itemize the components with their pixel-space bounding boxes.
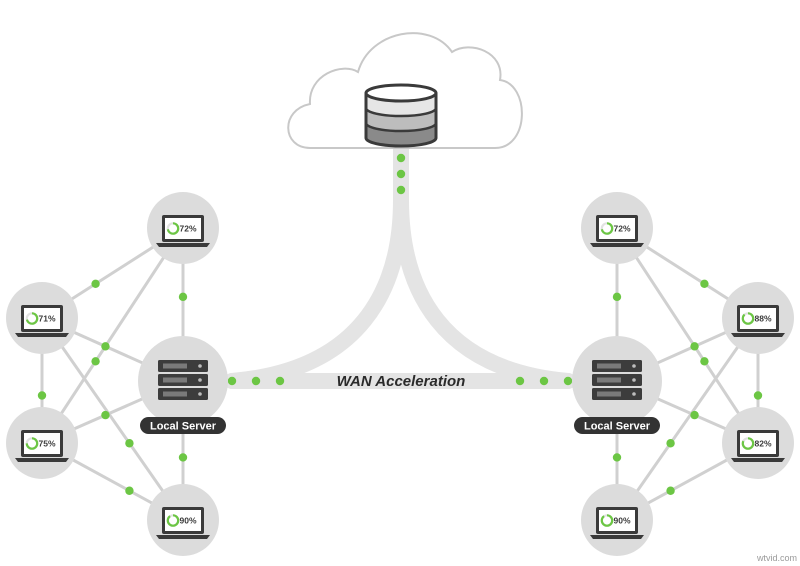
client-laptop-node[interactable]: 71% [6, 282, 78, 354]
traffic-dot [37, 391, 47, 400]
client-percent: 72% [179, 224, 196, 234]
server-label-pill [140, 417, 226, 434]
traffic-dot [753, 391, 763, 400]
server-label-pill [574, 417, 660, 434]
local-server-node[interactable]: Local Server [138, 336, 228, 434]
client-percent: 90% [613, 516, 630, 526]
traffic-dot [396, 185, 406, 195]
watermark: wtvid.com [756, 553, 797, 563]
client-percent: 72% [613, 224, 630, 234]
wan-uplink [393, 140, 576, 389]
traffic-dot [396, 153, 406, 163]
laptop-icon: 72% [590, 215, 644, 247]
progress-ring [741, 437, 755, 450]
laptop-icon: 75% [15, 430, 69, 462]
nodes: Local Server 72% 71% 75% 90% Local Server 72% 8… [6, 192, 794, 556]
traffic-dot [227, 376, 237, 386]
laptop-icon: 90% [590, 507, 644, 539]
server-label: Local Server [584, 421, 651, 433]
laptop-icon: 72% [156, 215, 210, 247]
traffic-dot [690, 342, 699, 351]
client-laptop-node[interactable]: 88% [722, 282, 794, 354]
client-laptop-node[interactable]: 82% [722, 407, 794, 479]
network-link [615, 227, 760, 444]
traffic-dot [700, 357, 709, 366]
traffic-dot [612, 453, 622, 462]
server-icon [158, 360, 208, 400]
laptop-icon: 82% [731, 430, 785, 462]
traffic-dot [178, 292, 188, 302]
traffic-dot [91, 357, 100, 366]
network-link [40, 317, 185, 521]
client-percent: 88% [754, 314, 771, 324]
wan-uplinks [224, 140, 576, 389]
traffic-dot [515, 376, 525, 386]
traffic-dot [666, 486, 675, 495]
network-link [615, 317, 760, 521]
client-percent: 75% [38, 439, 55, 449]
client-laptop-node[interactable]: 90% [147, 484, 219, 556]
local-server-node[interactable]: Local Server [572, 336, 662, 434]
client-laptop-node[interactable]: 90% [581, 484, 653, 556]
traffic-dot [275, 376, 285, 386]
laptop-icon: 71% [15, 305, 69, 337]
traffic-dot [125, 486, 134, 495]
client-percent: 82% [754, 439, 771, 449]
laptop-icon: 90% [156, 507, 210, 539]
traffic-dot [101, 410, 110, 420]
progress-ring [25, 312, 39, 325]
progress-ring [25, 437, 39, 450]
traffic-dot [612, 292, 622, 302]
traffic-dot [666, 439, 675, 448]
client-percent: 90% [179, 516, 196, 526]
traffic-dot [563, 376, 573, 386]
traffic-dot [700, 279, 709, 288]
network-link [40, 227, 185, 444]
traffic-dot [101, 342, 110, 351]
client-laptop-node[interactable]: 72% [581, 192, 653, 264]
progress-ring [741, 312, 755, 325]
server-label: Local Server [150, 421, 217, 433]
progress-ring [166, 514, 180, 527]
progress-ring [600, 514, 614, 527]
server-icon [592, 360, 642, 400]
traffic-dot [690, 410, 699, 420]
client-percent: 71% [38, 314, 55, 324]
wan-acceleration-label: WAN Acceleration [337, 373, 466, 390]
laptop-icon: 88% [731, 305, 785, 337]
traffic-dot [125, 439, 134, 448]
traffic-dot [178, 453, 188, 462]
traffic-dot [251, 376, 261, 386]
traffic-dot [396, 169, 406, 179]
traffic-dot [91, 279, 100, 288]
database-icon [364, 83, 438, 148]
client-laptop-node[interactable]: 75% [6, 407, 78, 479]
client-laptop-node[interactable]: 72% [147, 192, 219, 264]
progress-ring [166, 222, 180, 235]
wan-uplink [224, 140, 409, 389]
progress-ring [600, 222, 614, 235]
traffic-dot [539, 376, 549, 386]
